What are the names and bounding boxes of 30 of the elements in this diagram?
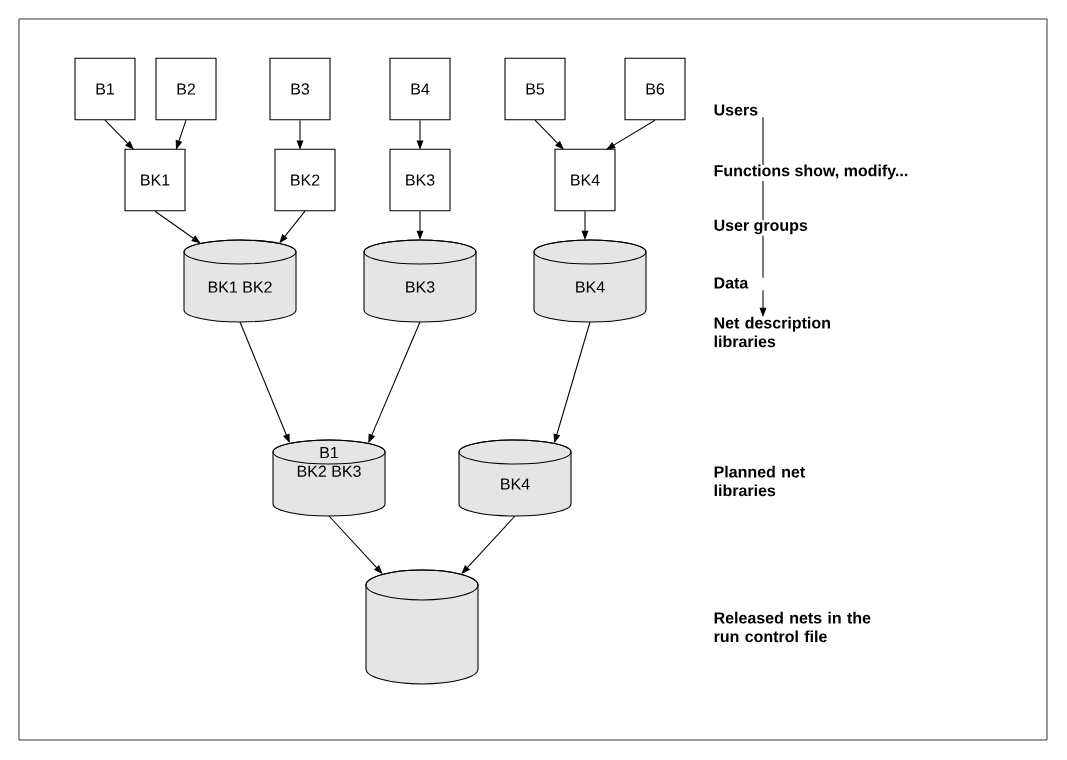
arrow bbox=[104, 119, 134, 150]
level-label: Functions show, modify... bbox=[714, 164, 908, 180]
database-cylinder bbox=[365, 569, 479, 685]
user-box: BK3 bbox=[389, 148, 451, 212]
user-box: B2 bbox=[155, 57, 217, 121]
database-cylinder: B1 BK2 BK3 bbox=[272, 439, 386, 517]
user-box: B3 bbox=[269, 57, 331, 121]
level-label: Net description libraries bbox=[714, 316, 830, 348]
level-label: User groups bbox=[714, 219, 808, 235]
arrow bbox=[606, 119, 656, 150]
user-box: B1 bbox=[74, 57, 136, 121]
user-box: B5 bbox=[504, 57, 566, 121]
database-cylinder: BK3 bbox=[363, 239, 477, 323]
database-cylinder: BK4 bbox=[458, 439, 572, 517]
arrow bbox=[154, 210, 201, 244]
database-cylinder: BK4 bbox=[533, 239, 647, 323]
user-box: BK4 bbox=[554, 148, 616, 212]
connector-line bbox=[762, 180, 764, 221]
connector-line bbox=[762, 235, 764, 279]
level-label: Data bbox=[714, 277, 749, 289]
level-label: Released nets in the run control file bbox=[714, 611, 871, 643]
user-box: B4 bbox=[389, 57, 451, 121]
database-cylinder: BK1 BK2 bbox=[183, 239, 297, 323]
connector-line bbox=[762, 116, 764, 166]
user-box: BK2 bbox=[274, 148, 336, 212]
user-box: BK1 bbox=[124, 148, 186, 212]
level-label: Planned net libraries bbox=[714, 465, 805, 497]
user-box: B6 bbox=[624, 57, 686, 121]
arrow bbox=[534, 119, 564, 150]
level-label: Users bbox=[714, 104, 758, 116]
